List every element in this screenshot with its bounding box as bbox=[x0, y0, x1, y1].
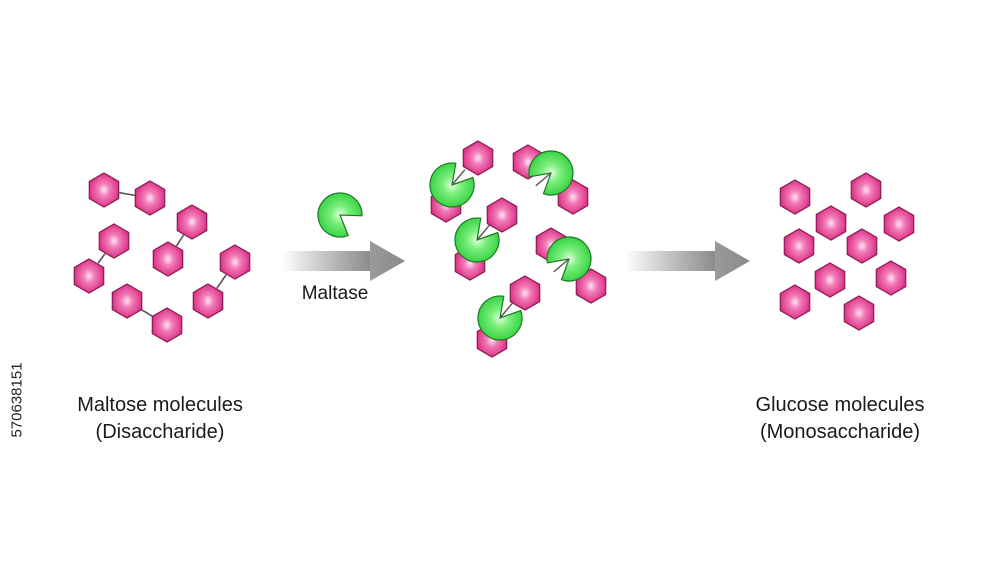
glucose-molecule bbox=[883, 206, 915, 242]
maltose-caption: Maltose molecules (Disaccharide) bbox=[40, 392, 280, 446]
maltose-glucose-unit bbox=[98, 223, 130, 259]
glycosidic-bond bbox=[499, 302, 514, 319]
reaction-arrow-1 bbox=[282, 241, 405, 281]
enzyme-substrate-complex bbox=[429, 140, 494, 223]
glycosidic-bond bbox=[139, 308, 155, 318]
glucose-caption-line1: Glucose molecules bbox=[755, 394, 925, 416]
glucose-molecule bbox=[850, 172, 882, 208]
glucose-caption: Glucose molecules (Monosaccharide) bbox=[720, 392, 960, 446]
maltose-caption-line1: Maltose molecules bbox=[77, 394, 243, 416]
bound-maltase-enzyme bbox=[546, 236, 592, 282]
enzyme-substrate-complexes-group bbox=[429, 140, 607, 358]
enzyme-substrate-complex bbox=[476, 275, 541, 358]
bound-maltase-enzyme bbox=[454, 217, 500, 263]
stock-watermark-id: 570638151 bbox=[6, 330, 28, 470]
bound-maltase-enzyme bbox=[528, 150, 574, 196]
glucose-molecule bbox=[875, 260, 907, 296]
glucose-molecule bbox=[779, 179, 811, 215]
glucose-molecule bbox=[815, 205, 847, 241]
maltose-glucose-unit bbox=[88, 172, 120, 208]
glucose-molecules-group bbox=[779, 172, 915, 331]
glucose-molecule bbox=[843, 295, 875, 331]
glycosidic-bond bbox=[476, 224, 491, 241]
bound-maltase-enzyme bbox=[429, 162, 475, 208]
maltose-glucose-unit bbox=[111, 283, 143, 319]
maltose-glucose-unit bbox=[134, 180, 166, 216]
maltose-molecules-group bbox=[73, 172, 251, 343]
glycosidic-bond bbox=[119, 191, 135, 197]
maltase-enzyme-group bbox=[317, 192, 363, 238]
maltose-glucose-unit bbox=[192, 283, 224, 319]
maltose-caption-line2: (Disaccharide) bbox=[95, 421, 225, 443]
maltase-enzyme bbox=[317, 192, 363, 238]
maltose-glucose-unit bbox=[176, 204, 208, 240]
glucose-caption-line2: (Monosaccharide) bbox=[759, 421, 921, 443]
glucose-molecule bbox=[783, 228, 815, 264]
stock-watermark-id-text: 570638151 bbox=[8, 362, 26, 438]
glucose-molecule bbox=[814, 262, 846, 298]
maltose-glucose-unit bbox=[73, 258, 105, 294]
glycosidic-bond bbox=[451, 169, 466, 186]
glycosidic-bond bbox=[535, 172, 552, 187]
glucose-molecule bbox=[846, 228, 878, 264]
enzyme-substrate-complex bbox=[535, 227, 607, 304]
enzyme-substrate-complex bbox=[512, 144, 589, 215]
glucose-molecule bbox=[779, 284, 811, 320]
maltose-glucose-unit bbox=[152, 241, 184, 277]
reaction-arrow-2 bbox=[625, 241, 750, 281]
bound-maltase-enzyme bbox=[477, 295, 523, 341]
bound-glucose-unit bbox=[462, 140, 494, 176]
bound-glucose-unit bbox=[486, 197, 518, 233]
glycosidic-bond bbox=[97, 253, 106, 264]
enzyme-substrate-complex bbox=[454, 197, 518, 281]
glycosidic-bond bbox=[216, 274, 227, 289]
maltase-label: Maltase bbox=[301, 283, 369, 304]
maltose-glucose-unit bbox=[219, 244, 251, 280]
bound-glucose-unit bbox=[509, 275, 541, 311]
maltose-glucose-unit bbox=[151, 307, 183, 343]
glycosidic-bond bbox=[553, 258, 570, 273]
glycosidic-bond bbox=[175, 234, 185, 247]
